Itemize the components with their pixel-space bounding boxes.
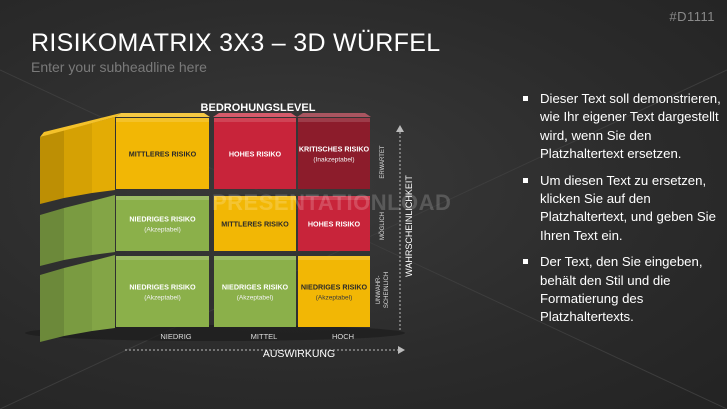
cube-side-face [92, 117, 115, 193]
cell-title: NIEDRIGES RISIKO [129, 283, 196, 292]
bullet-text: Der Text, den Sie eingeben, behält den S… [540, 254, 703, 325]
cell-highlight [214, 196, 296, 200]
y-axis-label: WAHRSCHEINLICHKEIT [404, 175, 414, 277]
slide-code: #D1111 [669, 9, 715, 24]
matrix-cell [214, 256, 296, 327]
bullet-item[interactable]: Dieser Text soll demonstrieren, wie Ihr … [522, 90, 722, 164]
cube-side-face [64, 123, 92, 198]
bullet-text: Um diesen Text zu ersetzen, klicken Sie … [540, 172, 716, 243]
cell-highlight [298, 118, 370, 122]
cell-title: MITTLERES RISIKO [129, 150, 197, 159]
cell-title: NIEDRIGES RISIKO [222, 283, 289, 292]
slide-subtitle[interactable]: Enter your subheadline here [31, 59, 207, 75]
matrix-cell [116, 196, 209, 251]
bullet-item[interactable]: Um diesen Text zu ersetzen, klicken Sie … [522, 172, 722, 246]
cube-side-face [64, 201, 92, 260]
cube-top-face [213, 113, 297, 117]
cube-top-face [115, 113, 210, 117]
y-level-label: SCHEINLICH [384, 272, 390, 308]
watermark: PRESENTATIONLOAD [212, 190, 452, 215]
matrix-cell [298, 196, 370, 251]
cell-title: HOHES RISIKO [229, 150, 282, 159]
x-axis-arrowhead-icon [398, 346, 405, 354]
cell-note: (Akzeptabel) [237, 295, 274, 302]
matrix-cell [214, 118, 296, 189]
cube-side-face [64, 261, 92, 336]
cube-top-face [297, 113, 371, 117]
cell-highlight [116, 118, 209, 122]
x-axis-label: AUSWIRKUNG [263, 348, 335, 360]
cell-highlight [214, 118, 296, 122]
cell-title: MITTLERES RISIKO [221, 220, 289, 229]
y-level-label: MÖGLICH [379, 212, 386, 240]
matrix-top-label: BEDROHUNGSLEVEL [201, 102, 316, 114]
y-axis-arrowhead-icon [396, 125, 404, 132]
y-level-label: UNWAHR- [376, 276, 382, 305]
cell-note: (Inakzeptabel) [313, 157, 354, 164]
slide-title[interactable]: RISIKOMATRIX 3X3 – 3D WÜRFEL [31, 29, 441, 57]
matrix-cell [214, 196, 296, 251]
cube-top-face [40, 113, 121, 137]
bullet-marker-icon [523, 259, 528, 265]
cell-highlight [214, 256, 296, 260]
cell-note: (Akzeptabel) [144, 227, 181, 234]
matrix-cell [298, 118, 370, 189]
cube-shadow [25, 325, 405, 341]
cube-side-face [40, 130, 64, 204]
cube-side-face [92, 195, 115, 255]
cell-highlight [298, 196, 370, 200]
cell-title: KRITISCHES RISIKO [299, 145, 370, 154]
cell-title: HOHES RISIKO [308, 220, 361, 229]
cell-highlight [116, 256, 209, 260]
bullet-item[interactable]: Der Text, den Sie eingeben, behält den S… [522, 253, 722, 327]
cell-note: (Akzeptabel) [144, 295, 181, 302]
y-level-label: ERWARTET [380, 145, 386, 179]
matrix-cell [116, 256, 209, 327]
cube-side-face [40, 208, 64, 266]
matrix-cell [116, 118, 209, 189]
bullet-list[interactable]: Dieser Text soll demonstrieren, wie Ihr … [522, 90, 722, 335]
cell-title: NIEDRIGES RISIKO [129, 215, 196, 224]
cell-title: NIEDRIGES RISIKO [301, 283, 368, 292]
bullet-text: Dieser Text soll demonstrieren, wie Ihr … [540, 91, 721, 162]
x-level-label: HOCH [332, 332, 354, 341]
cell-note: (Akzeptabel) [316, 295, 353, 302]
bullet-marker-icon [523, 96, 528, 101]
cell-highlight [116, 196, 209, 200]
bullet-marker-icon [523, 177, 528, 183]
matrix-cell [298, 256, 370, 327]
cube-side-face [40, 268, 64, 342]
cell-highlight [298, 256, 370, 260]
x-level-label: NIEDRIG [160, 332, 191, 341]
x-level-label: MITTEL [251, 332, 278, 341]
cube-side-face [92, 255, 115, 331]
